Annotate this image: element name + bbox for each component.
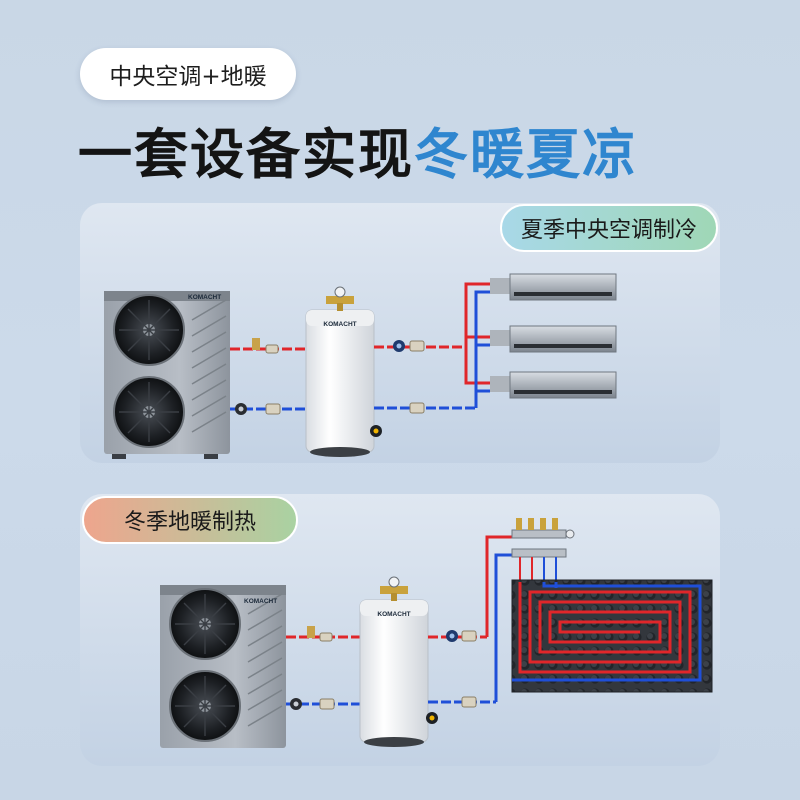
summer-heat-pump-brand: KOMACHT: [188, 294, 221, 301]
summer-mode-label: 夏季中央空调制冷: [520, 218, 697, 243]
winter-mode-pill: 冬季地暖制热: [82, 496, 298, 544]
winter-fan-top-icon: [169, 588, 241, 660]
summer-fan-top-icon: [113, 294, 185, 366]
summer-fan-coil-1: [490, 273, 617, 301]
headline: 一套设备实现冬暖夏凉: [78, 110, 738, 188]
summer-fan-coil-2: [490, 325, 617, 353]
summer-pipes-right: [374, 282, 490, 414]
winter-fan-bottom-icon: [169, 670, 241, 742]
summer-heat-pump: KOMACHT: [104, 291, 230, 459]
floor-manifold-icon: [511, 518, 575, 582]
summer-mode-pill: 夏季中央空调制冷: [500, 204, 718, 252]
winter-heat-pump-brand: KOMACHT: [244, 598, 277, 605]
winter-buffer-tank: KOMACHT: [359, 576, 438, 747]
summer-pipes-left: [230, 338, 306, 415]
summer-tank-manifold-icon: [326, 286, 354, 311]
summer-fan-bottom-icon: [113, 376, 185, 448]
winter-heat-pump: KOMACHT: [160, 585, 286, 748]
headline-dark-text: 一套设备实现: [78, 122, 414, 186]
winter-pipes-left: [286, 626, 360, 710]
summer-buffer-tank: KOMACHT: [305, 286, 382, 457]
category-badge: 中央空调+地暖: [80, 48, 296, 100]
category-badge-label: 中央空调+地暖: [109, 64, 267, 90]
summer-fan-coil-3: [490, 371, 617, 399]
winter-pipes-right: [428, 535, 512, 708]
headline-blue-text: 冬暖夏凉: [414, 122, 638, 186]
floor-heating-panel: [511, 579, 713, 693]
winter-mode-label: 冬季地暖制热: [123, 510, 256, 535]
winter-tank-brand: KOMACHT: [377, 611, 410, 618]
summer-tank-brand: KOMACHT: [323, 321, 356, 328]
winter-tank-manifold-icon: [380, 576, 408, 601]
